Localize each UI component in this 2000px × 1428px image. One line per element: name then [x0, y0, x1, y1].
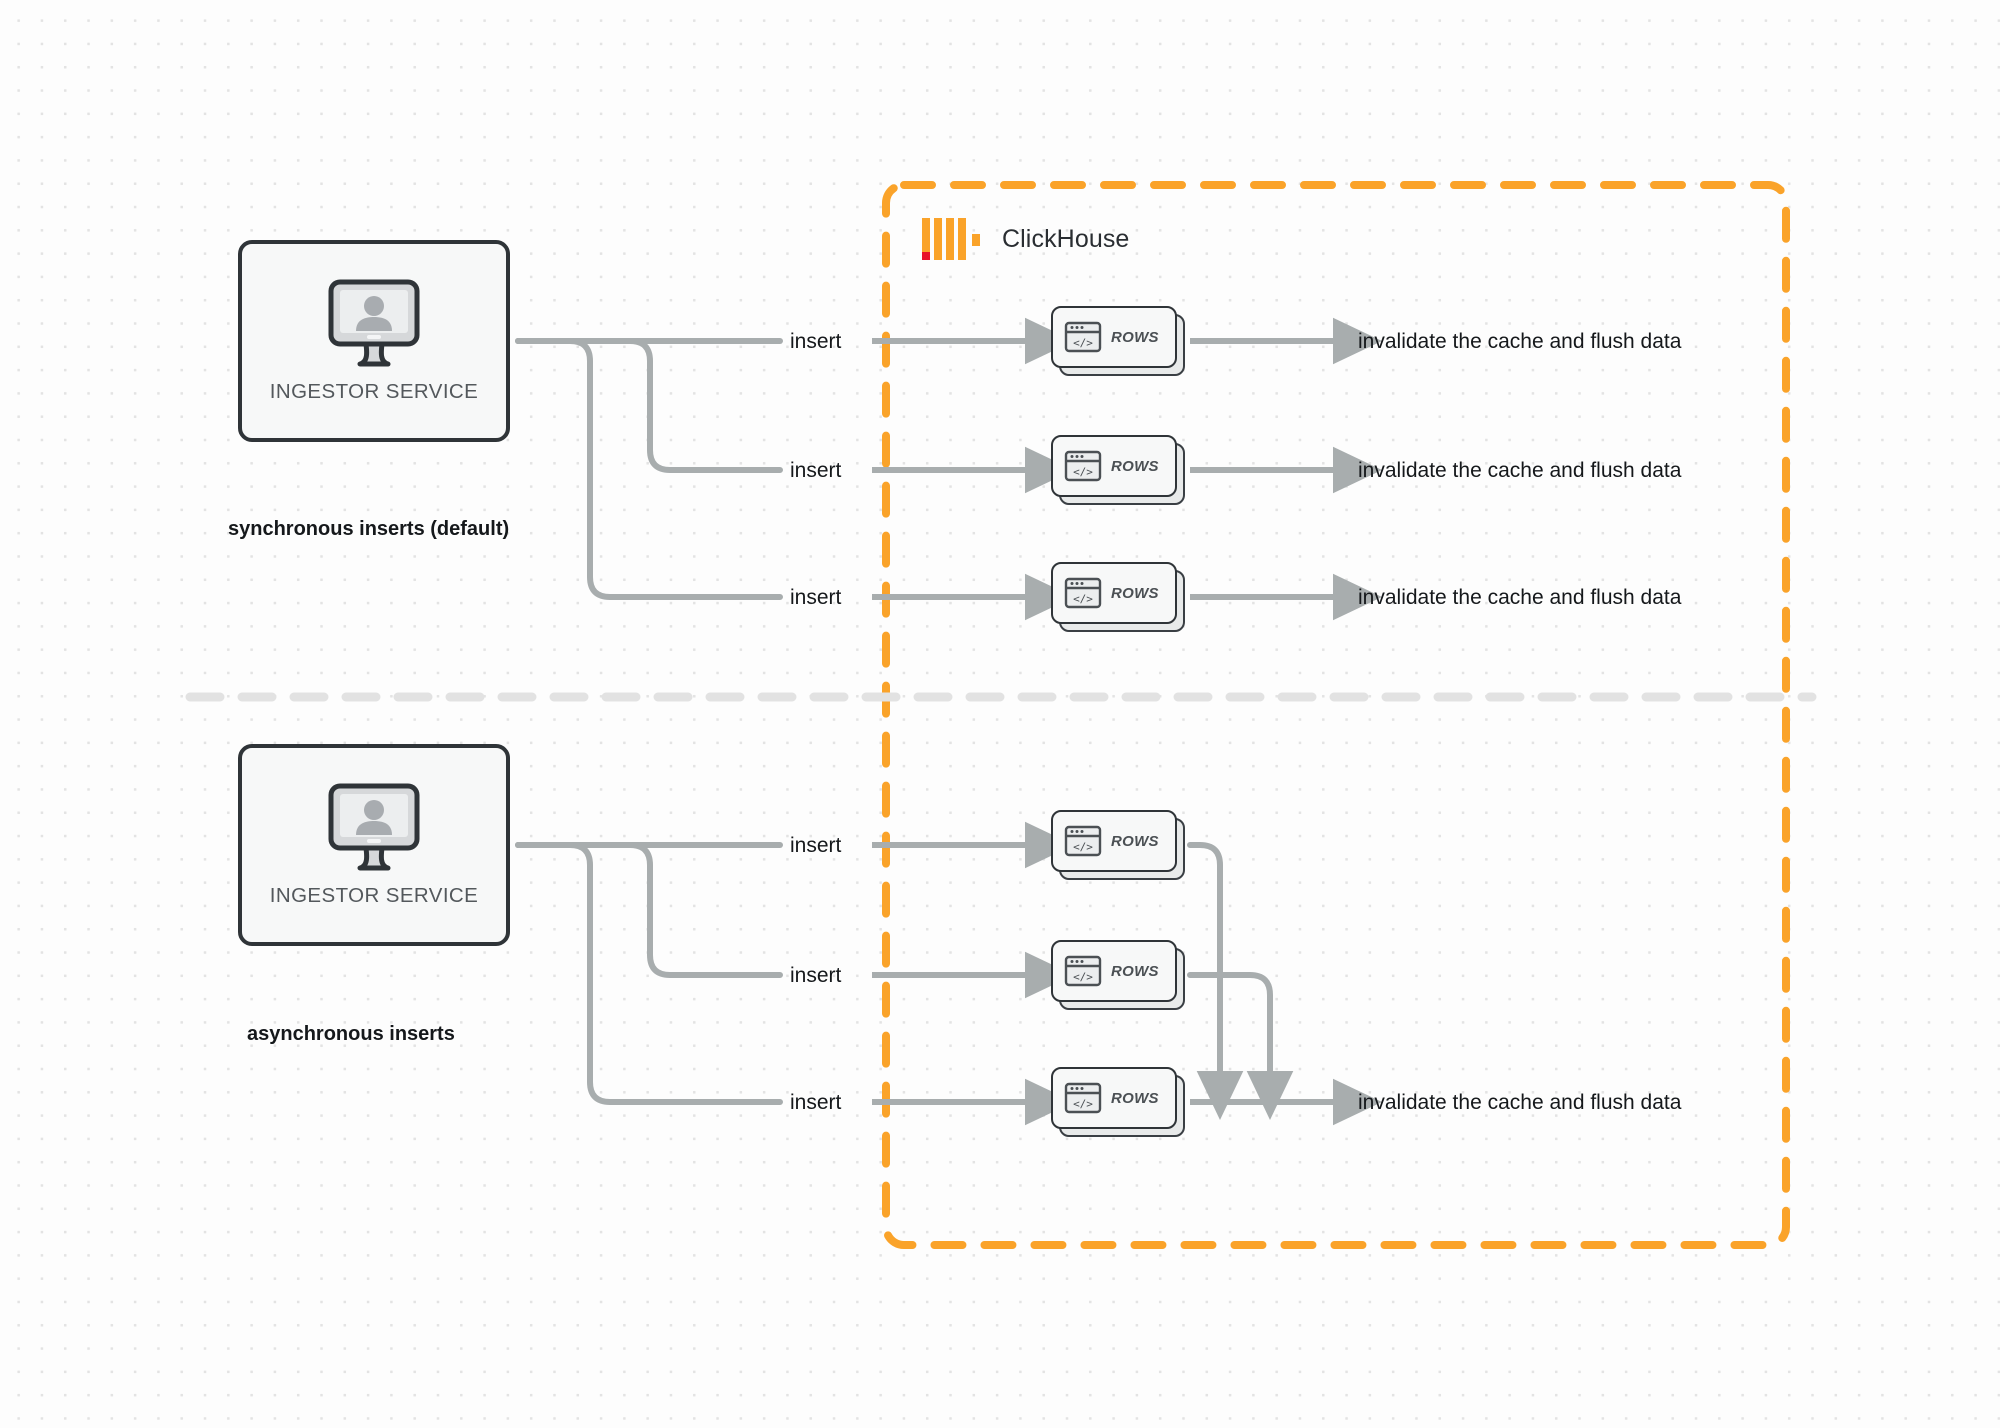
async-merge-connectors	[1187, 842, 1294, 1120]
async-merge-from-row-2	[1187, 972, 1294, 1120]
ingestor-service-box-async[interactable]: INGESTOR SERVICE	[238, 744, 510, 946]
async-insert-arrows	[872, 821, 1074, 1126]
code-window-icon: </>	[1064, 321, 1102, 353]
svg-text:</>: </>	[1073, 466, 1093, 479]
rows-node-card[interactable]: </> ROWS	[1051, 1067, 1177, 1129]
rows-node-label: ROWS	[1111, 1089, 1159, 1107]
ingestor-service-box-sync[interactable]: INGESTOR SERVICE	[238, 240, 510, 442]
sync-insert-arrows	[872, 317, 1074, 621]
section-caption-async: asynchronous inserts	[247, 1023, 455, 1045]
insert-label-async-1: insert	[790, 834, 842, 857]
insert-label-async-2: insert	[790, 964, 842, 987]
result-label-sync-1: invalidate the cache and flush data	[1358, 330, 1682, 353]
rows-node-card[interactable]: </> ROWS	[1051, 562, 1177, 624]
rows-node-async-1[interactable]: </> ROWS	[1051, 810, 1185, 880]
clickhouse-bars-logo	[922, 218, 980, 260]
code-window-icon: </>	[1064, 1082, 1102, 1114]
async-fanout-connectors	[515, 842, 783, 1105]
sync-branch-3	[515, 338, 783, 600]
ingestor-service-label-async: INGESTOR SERVICE	[269, 884, 479, 907]
clickhouse-brand-name: ClickHouse	[1002, 224, 1130, 253]
clickhouse-boundary	[882, 181, 1790, 1249]
code-window-icon: </>	[1064, 955, 1102, 987]
monitor-user-icon	[328, 279, 420, 367]
rows-node-card[interactable]: </> ROWS	[1051, 940, 1177, 1002]
async-branch-3	[515, 842, 783, 1105]
svg-text:</>: </>	[1073, 593, 1093, 606]
insert-label-sync-2: insert	[790, 459, 842, 482]
sync-branch-2	[515, 338, 783, 473]
rows-node-label: ROWS	[1111, 832, 1159, 850]
rows-node-label: ROWS	[1111, 328, 1159, 346]
code-window-icon: </>	[1064, 450, 1102, 482]
code-window-icon: </>	[1064, 577, 1102, 609]
result-label-sync-2: invalidate the cache and flush data	[1358, 459, 1682, 482]
svg-text:</>: </>	[1073, 337, 1093, 350]
insert-label-sync-3: insert	[790, 586, 842, 609]
code-window-icon: </>	[1064, 825, 1102, 857]
async-merge-from-row-1	[1187, 842, 1244, 1120]
sync-result-arrows	[1190, 317, 1382, 621]
svg-text:</>: </>	[1073, 971, 1093, 984]
monitor-user-icon	[328, 783, 420, 871]
result-label-async-merged: invalidate the cache and flush data	[1358, 1091, 1682, 1114]
section-caption-sync: synchronous inserts (default)	[228, 518, 510, 540]
svg-text:</>: </>	[1073, 1098, 1093, 1111]
result-label-sync-3: invalidate the cache and flush data	[1358, 586, 1682, 609]
rows-node-async-3[interactable]: </> ROWS	[1051, 1067, 1185, 1137]
insert-label-async-3: insert	[790, 1091, 842, 1114]
async-branch-2	[515, 842, 783, 978]
rows-node-sync-2[interactable]: </> ROWS	[1051, 435, 1185, 505]
rows-node-card[interactable]: </> ROWS	[1051, 306, 1177, 368]
sync-fanout-connectors	[515, 338, 783, 600]
rows-node-card[interactable]: </> ROWS	[1051, 810, 1177, 872]
rows-node-label: ROWS	[1111, 962, 1159, 980]
rows-node-sync-1[interactable]: </> ROWS	[1051, 306, 1185, 376]
rows-node-async-2[interactable]: </> ROWS	[1051, 940, 1185, 1010]
rows-node-sync-3[interactable]: </> ROWS	[1051, 562, 1185, 632]
insert-label-sync-1: insert	[790, 330, 842, 353]
rows-node-label: ROWS	[1111, 584, 1159, 602]
rows-node-label: ROWS	[1111, 457, 1159, 475]
ingestor-service-label-sync: INGESTOR SERVICE	[269, 380, 479, 403]
clickhouse-brand: ClickHouse	[922, 218, 1129, 260]
svg-text:</>: </>	[1073, 841, 1093, 854]
rows-node-card[interactable]: </> ROWS	[1051, 435, 1177, 497]
